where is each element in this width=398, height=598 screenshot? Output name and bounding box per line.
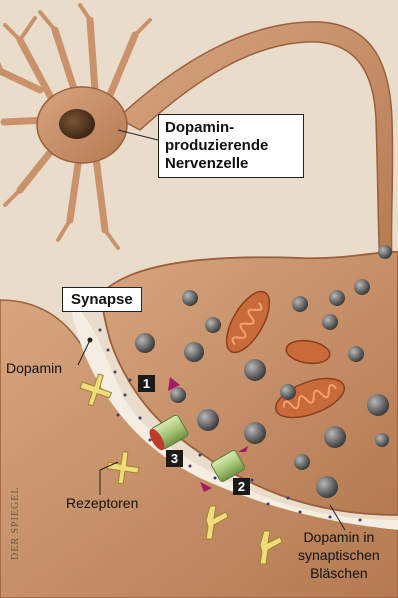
credit-watermark: DER SPIEGEL — [10, 487, 21, 561]
dopamine-label: Dopamin — [6, 360, 62, 376]
marker-1: 1 — [138, 375, 155, 392]
nucleus — [59, 109, 95, 139]
neuron-label: Dopamin- produzierende Nervenzelle — [158, 114, 304, 178]
vesicles-label: Dopamin in synaptischen Bläschen — [298, 528, 380, 582]
synapse-label: Synapse — [62, 287, 142, 312]
marker-2: 2 — [233, 478, 250, 495]
marker-3: 3 — [166, 450, 183, 467]
receptors-label: Rezeptoren — [66, 495, 138, 511]
